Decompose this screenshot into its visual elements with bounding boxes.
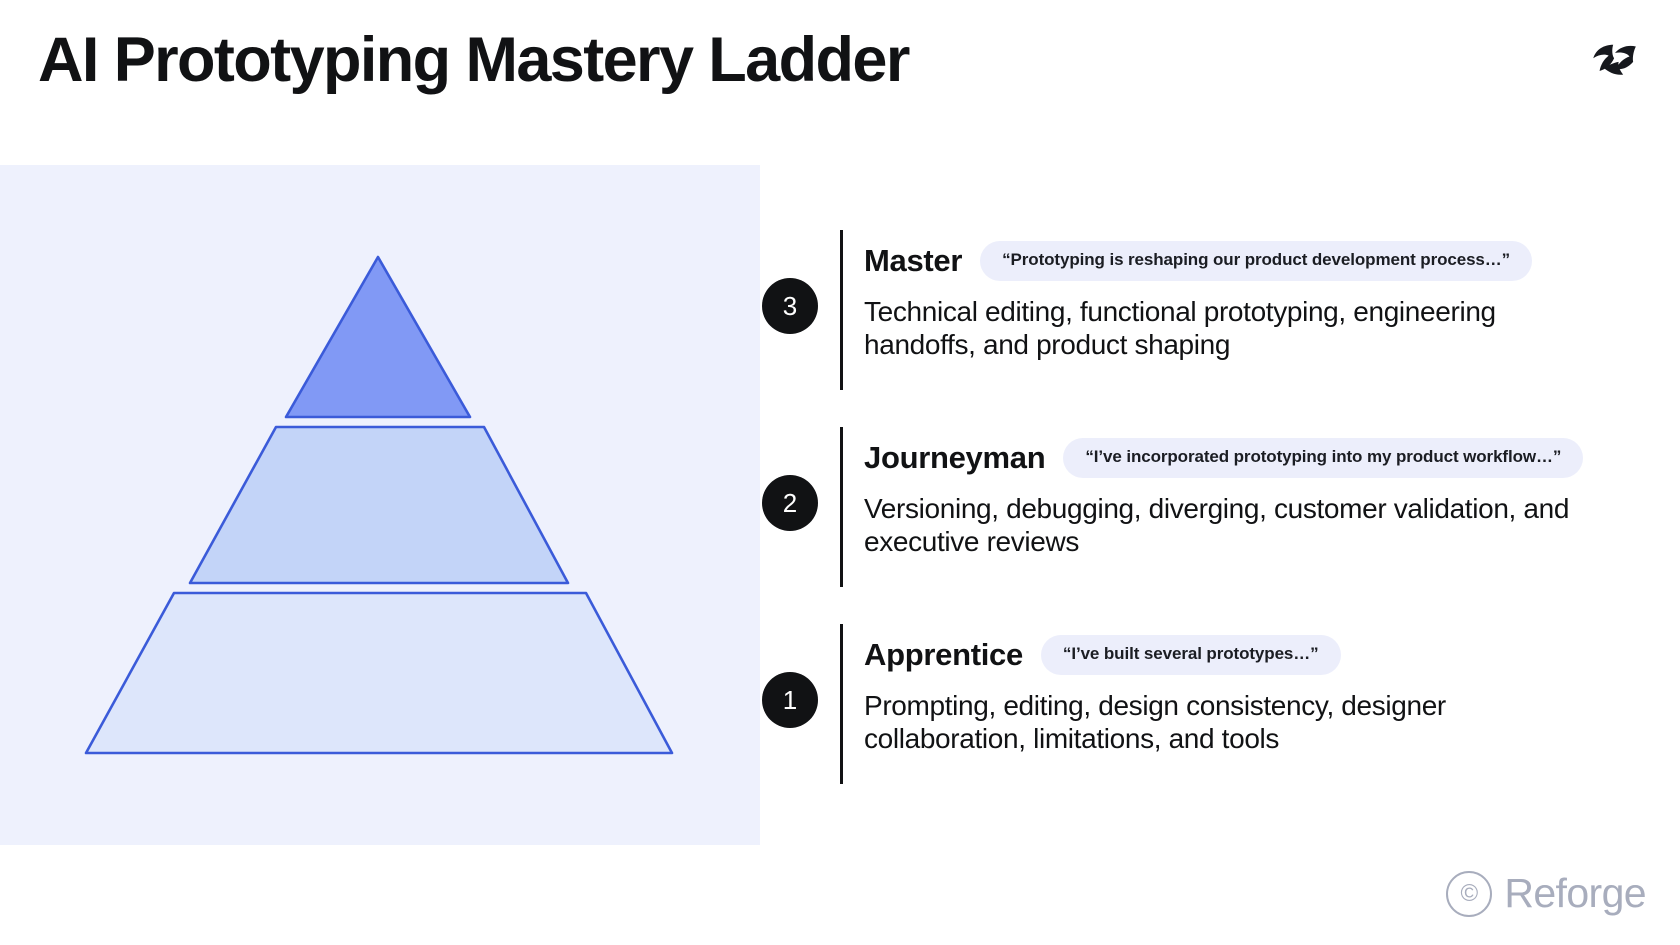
row-quote-journeyman: “I’ve incorporated prototyping into my p… [1063, 438, 1584, 478]
row-description-apprentice: Prompting, editing, design consistency, … [864, 690, 1446, 754]
footer-brand-name: Reforge [1504, 870, 1646, 916]
row-description-journeyman: Versioning, debugging, diverging, custom… [864, 493, 1570, 557]
row-title-master: Master [864, 243, 963, 278]
ladder-row-journeyman[interactable]: 2 Journeyman “I’ve incorporated prototyp… [760, 427, 1680, 587]
pyramid-tier-apprentice [84, 591, 674, 755]
copyright-icon: © [1446, 870, 1493, 917]
row-body: Journeyman “I’ve incorporated prototypin… [864, 427, 1676, 559]
pyramid-tier-master [284, 255, 472, 419]
pyramid-illustration-panel [0, 165, 760, 845]
pyramid-tier-journeyman [188, 425, 570, 585]
reforge-monogram-icon [1593, 44, 1636, 75]
row-divider-rule [840, 230, 843, 390]
row-heading: Master “Prototyping is reshaping our pro… [864, 230, 1676, 292]
row-quote-apprentice: “I’ve built several prototypes…” [1040, 635, 1341, 675]
row-quote-master: “Prototyping is reshaping our product de… [980, 241, 1533, 281]
mastery-ladder-list: 3 Master “Prototyping is reshaping our p… [760, 165, 1680, 845]
page-title: AI Prototyping Mastery Ladder [38, 25, 910, 95]
ladder-row-apprentice[interactable]: 1 Apprentice “I’ve built several prototy… [760, 624, 1680, 784]
row-title-apprentice: Apprentice [864, 637, 1023, 672]
row-title-journeyman: Journeyman [864, 440, 1046, 475]
ladder-row-master[interactable]: 3 Master “Prototyping is reshaping our p… [760, 230, 1680, 390]
rank-badge-2: 2 [762, 475, 818, 531]
row-divider-rule [840, 624, 843, 784]
footer-brand: © Reforge [1446, 870, 1647, 917]
row-divider-rule [840, 427, 843, 587]
row-heading: Apprentice “I’ve built several prototype… [864, 624, 1676, 686]
row-body: Master “Prototyping is reshaping our pro… [864, 230, 1676, 362]
row-description-master: Technical editing, functional prototypin… [864, 296, 1496, 360]
rank-badge-3: 3 [762, 278, 818, 334]
row-body: Apprentice “I’ve built several prototype… [864, 624, 1676, 756]
row-heading: Journeyman “I’ve incorporated prototypin… [864, 427, 1676, 489]
rank-badge-1: 1 [762, 672, 818, 728]
pyramid-diagram [84, 255, 674, 755]
